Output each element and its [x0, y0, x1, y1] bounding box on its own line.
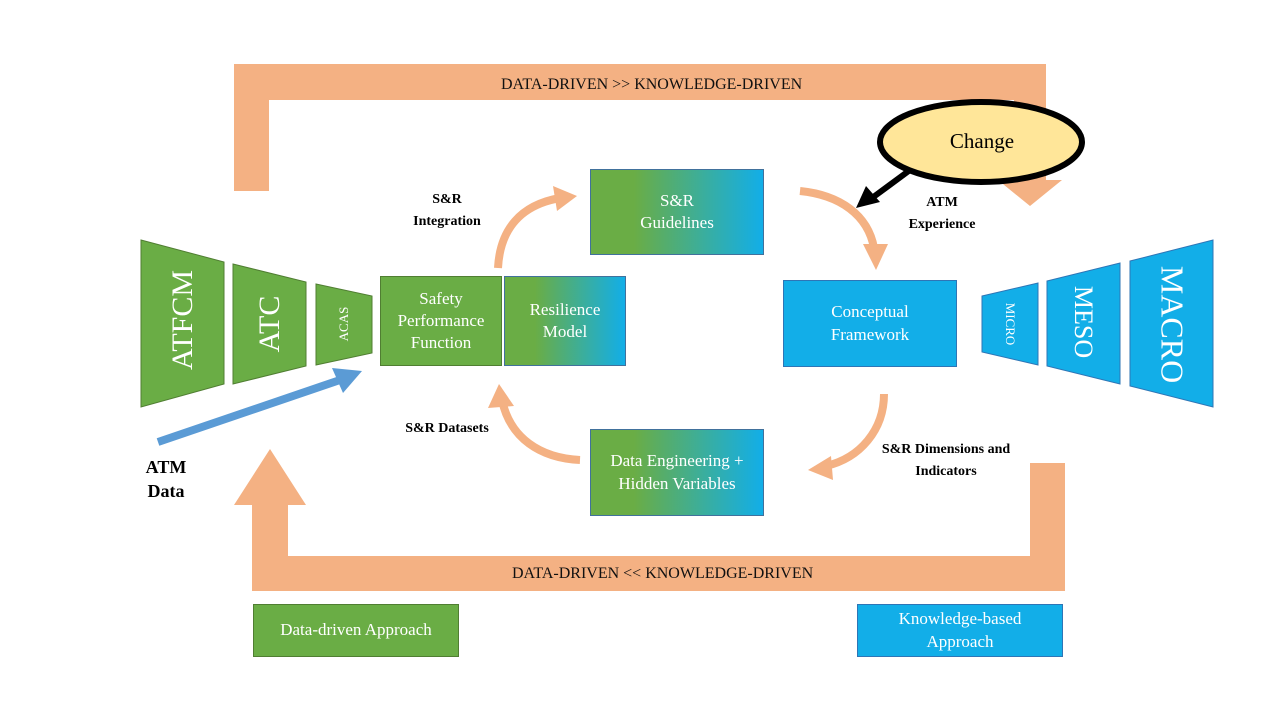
- atfcm-label: ATFCM: [166, 269, 199, 370]
- guidelines-box: S&R Guidelines: [590, 169, 764, 255]
- funnel-macro: [1129, 239, 1214, 408]
- dimensions-arrowhead: [808, 456, 833, 480]
- change-arrow: [870, 167, 912, 201]
- datasets-arrowhead: [488, 384, 514, 408]
- conceptual-framework-box: Conceptual Framework: [783, 280, 957, 367]
- dimensions-label: S&R Dimensions and Indicators: [881, 442, 1011, 479]
- atm-data-arrow: [156, 376, 342, 446]
- macro-label: MACRO: [1154, 265, 1191, 384]
- resilience-model-box: Resilience Model: [504, 276, 626, 366]
- change-arrowhead: [856, 186, 880, 208]
- bottom-band-arrow: [234, 449, 1065, 591]
- acas-label: ACAS: [336, 306, 351, 342]
- change-ellipse: [877, 99, 1085, 185]
- integration-arrow: [494, 194, 561, 269]
- integration-arrowhead: [553, 186, 577, 211]
- change-label: Change: [949, 129, 1015, 153]
- datasets-arrow: [498, 399, 581, 464]
- top-band-arrow: [234, 64, 1062, 206]
- atc-label: ATC: [253, 295, 286, 353]
- integration-label: S&R Integration: [413, 192, 481, 229]
- funnel-acas: [315, 283, 373, 366]
- bottom-band-label: DATA-DRIVEN << KNOWLEDGE-DRIVEN: [512, 565, 814, 582]
- experience-arrow: [799, 187, 878, 249]
- atm-data-arrowhead: [332, 368, 362, 393]
- funnel-atc: [232, 263, 307, 385]
- meso-label: MESO: [1069, 285, 1098, 359]
- top-band-label: DATA-DRIVEN >> KNOWLEDGE-DRIVEN: [501, 76, 803, 93]
- funnel-meso: [1046, 262, 1121, 385]
- safety-performance-function-box: Safety Performance Function: [380, 276, 502, 366]
- dimensions-arrow: [824, 393, 888, 470]
- datasets-label: S&R Datasets: [405, 421, 489, 436]
- micro-label: MICRO: [1003, 302, 1018, 346]
- funnel-atfcm: [140, 239, 225, 408]
- atm-data-label: ATM Data: [145, 457, 187, 502]
- data-driven-approach-box: Data-driven Approach: [253, 604, 459, 657]
- funnel-micro: [981, 282, 1039, 366]
- data-engineering-box: Data Engineering + Hidden Variables: [590, 429, 764, 516]
- experience-arrowhead: [863, 244, 888, 270]
- atm-experience-label: ATM Experience: [908, 195, 976, 232]
- knowledge-based-approach-box: Knowledge-based Approach: [857, 604, 1063, 657]
